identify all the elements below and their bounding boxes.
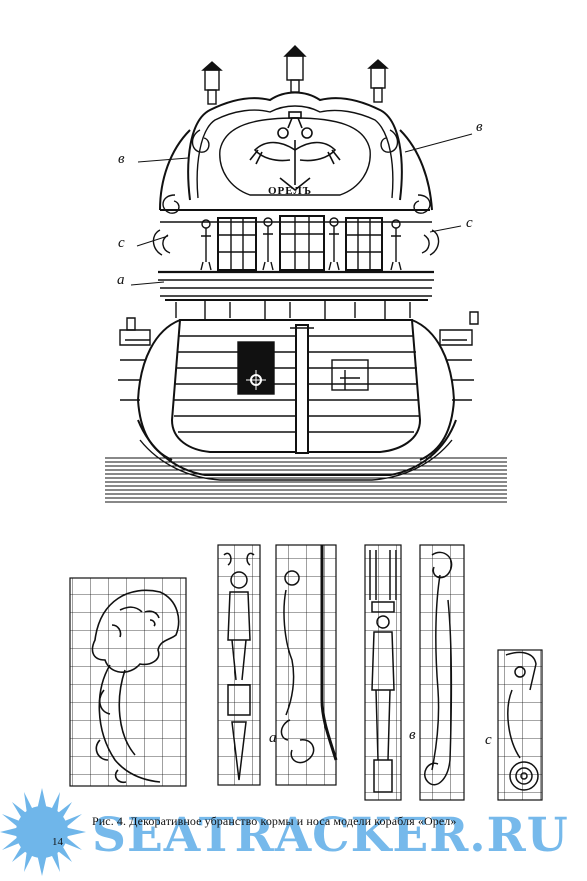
watermark-text: SEATRACKER.RU <box>92 808 569 863</box>
label-c-right: с <box>466 215 473 231</box>
label-c-left: с <box>118 235 125 251</box>
detail-a-caryatid <box>217 544 338 786</box>
detail-c-scroll <box>497 649 543 801</box>
stern-windows <box>217 215 383 271</box>
stern-drawing <box>105 45 507 503</box>
lantern-right <box>367 59 389 103</box>
detail-label-c: с <box>485 732 492 748</box>
detail-label-a: а <box>269 730 277 746</box>
double-headed-eagle-emblem <box>249 111 341 192</box>
watermark-star-icon <box>0 788 86 876</box>
lion-figurehead-grid <box>69 577 187 787</box>
detail-label-b: в <box>409 727 416 743</box>
label-b-left: в <box>118 151 125 167</box>
label-a-left: а <box>117 272 125 288</box>
lantern-center <box>283 45 307 93</box>
label-b-right: в <box>476 119 483 135</box>
page-number: 14 <box>52 836 63 848</box>
caryatid-figures <box>200 217 402 271</box>
ship-name-plate: ОРЕЛЪ <box>268 185 313 197</box>
lantern-left <box>201 61 223 105</box>
detail-b-figure <box>364 544 465 801</box>
figure-caption: Рис. 4. Декоративное убранство кормы и н… <box>92 814 457 828</box>
